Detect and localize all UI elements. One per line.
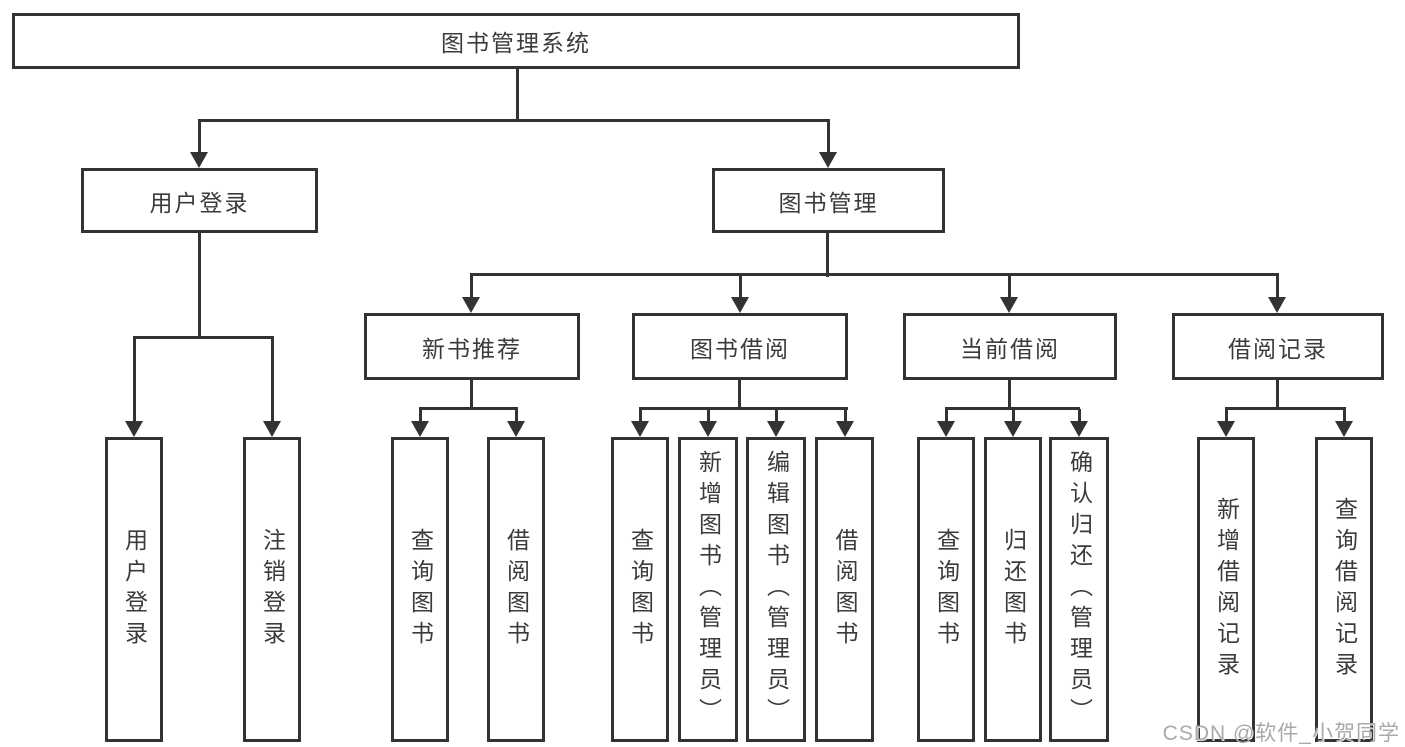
leaf-bb-edit-books-admin: 编辑图书（管理员） <box>746 437 806 742</box>
leaf-cb-confirm-return-admin: 确认归还（管理员） <box>1049 437 1109 742</box>
arrow-to-current-borrow <box>1000 275 1018 313</box>
arrow-to-user-login <box>190 121 208 168</box>
arrow-to-book-management <box>819 121 837 168</box>
leaf-user-login-label: 用户登录 <box>121 527 148 652</box>
leaf-bb-edit-books-admin-label: 编辑图书（管理员） <box>763 450 790 729</box>
connector-book-management-stem <box>826 233 829 277</box>
node-book-management-label: 图书管理 <box>778 189 879 216</box>
node-book-borrow-label: 图书借阅 <box>690 335 790 362</box>
arrow-cb-query-books <box>937 409 955 437</box>
arrow-cb-return-books <box>1004 409 1022 437</box>
node-book-borrow: 图书借阅 <box>632 313 848 380</box>
watermark: CSDN @软件_小贺同学 <box>1162 722 1400 745</box>
arrow-bb-query-books <box>631 409 649 437</box>
connector-book-borrow-stem <box>738 380 741 410</box>
arrow-to-borrow-records <box>1268 275 1286 313</box>
arrow-bb-borrow-books <box>836 409 854 437</box>
arrow-nb-query-books <box>411 409 429 437</box>
leaf-bb-query-books: 查询图书 <box>611 437 669 742</box>
leaf-bb-add-books-admin: 新增图书（管理员） <box>678 437 738 742</box>
connector-borrow-records-rail <box>1225 407 1346 410</box>
leaf-logout-label: 注销登录 <box>259 527 286 652</box>
connector-book-management-rail <box>470 273 1279 276</box>
node-current-borrow-label: 当前借阅 <box>960 335 1060 362</box>
node-borrow-records-label: 借阅记录 <box>1228 335 1328 362</box>
arrow-to-leaf-logout <box>263 338 281 437</box>
leaf-cb-return-books-label: 归还图书 <box>1000 527 1027 652</box>
node-user-login-label: 用户登录 <box>149 189 250 216</box>
arrow-br-add-record <box>1217 409 1235 437</box>
leaf-bb-query-books-label: 查询图书 <box>627 527 654 652</box>
leaf-bb-borrow-books: 借阅图书 <box>815 437 874 742</box>
node-current-borrow: 当前借阅 <box>903 313 1117 380</box>
arrow-to-leaf-user-login <box>125 338 143 437</box>
leaf-br-query-borrow-record: 查询借阅记录 <box>1315 437 1373 742</box>
arrow-bb-edit-books <box>767 409 785 437</box>
leaf-br-query-borrow-record-label: 查询借阅记录 <box>1331 496 1358 683</box>
arrow-to-new-book-recommend <box>462 275 480 313</box>
leaf-bb-borrow-books-label: 借阅图书 <box>832 527 858 652</box>
connector-new-book-stem <box>470 380 473 410</box>
leaf-nb-query-books: 查询图书 <box>391 437 449 742</box>
node-borrow-records: 借阅记录 <box>1172 313 1384 380</box>
leaf-nb-borrow-books-label: 借阅图书 <box>503 527 530 652</box>
leaf-nb-query-books-label: 查询图书 <box>407 527 434 652</box>
node-user-login: 用户登录 <box>81 168 318 233</box>
leaf-cb-query-books-label: 查询图书 <box>933 527 960 652</box>
connector-current-borrow-rail <box>945 407 1080 410</box>
connector-root-rail <box>198 119 830 122</box>
connector-current-borrow-stem <box>1008 380 1011 410</box>
leaf-br-add-borrow-record: 新增借阅记录 <box>1197 437 1255 742</box>
node-library-system: 图书管理系统 <box>12 13 1020 69</box>
connector-borrow-records-stem <box>1276 380 1279 410</box>
arrow-bb-add-books <box>699 409 717 437</box>
connector-user-login-stem <box>198 233 201 339</box>
leaf-user-login: 用户登录 <box>105 437 163 742</box>
node-new-book-recommend-label: 新书推荐 <box>422 335 522 362</box>
leaf-br-add-borrow-record-label: 新增借阅记录 <box>1213 496 1240 683</box>
leaf-cb-confirm-return-admin-label: 确认归还（管理员） <box>1066 450 1093 729</box>
arrow-to-book-borrow <box>731 275 749 313</box>
leaf-nb-borrow-books: 借阅图书 <box>487 437 545 742</box>
node-book-management: 图书管理 <box>712 168 945 233</box>
node-library-system-label: 图书管理系统 <box>441 30 591 56</box>
connector-book-borrow-rail <box>639 407 848 410</box>
leaf-bb-add-books-admin-label: 新增图书（管理员） <box>695 450 722 729</box>
leaf-logout: 注销登录 <box>243 437 301 742</box>
leaf-cb-query-books: 查询图书 <box>917 437 975 742</box>
connector-root-stem <box>516 69 519 122</box>
arrow-br-query-record <box>1335 409 1353 437</box>
connector-user-login-rail <box>133 336 274 339</box>
arrow-nb-borrow-books <box>507 409 525 437</box>
leaf-cb-return-books: 归还图书 <box>984 437 1042 742</box>
node-new-book-recommend: 新书推荐 <box>364 313 580 380</box>
arrow-cb-confirm-return <box>1070 409 1088 437</box>
connector-new-book-rail <box>419 407 518 410</box>
